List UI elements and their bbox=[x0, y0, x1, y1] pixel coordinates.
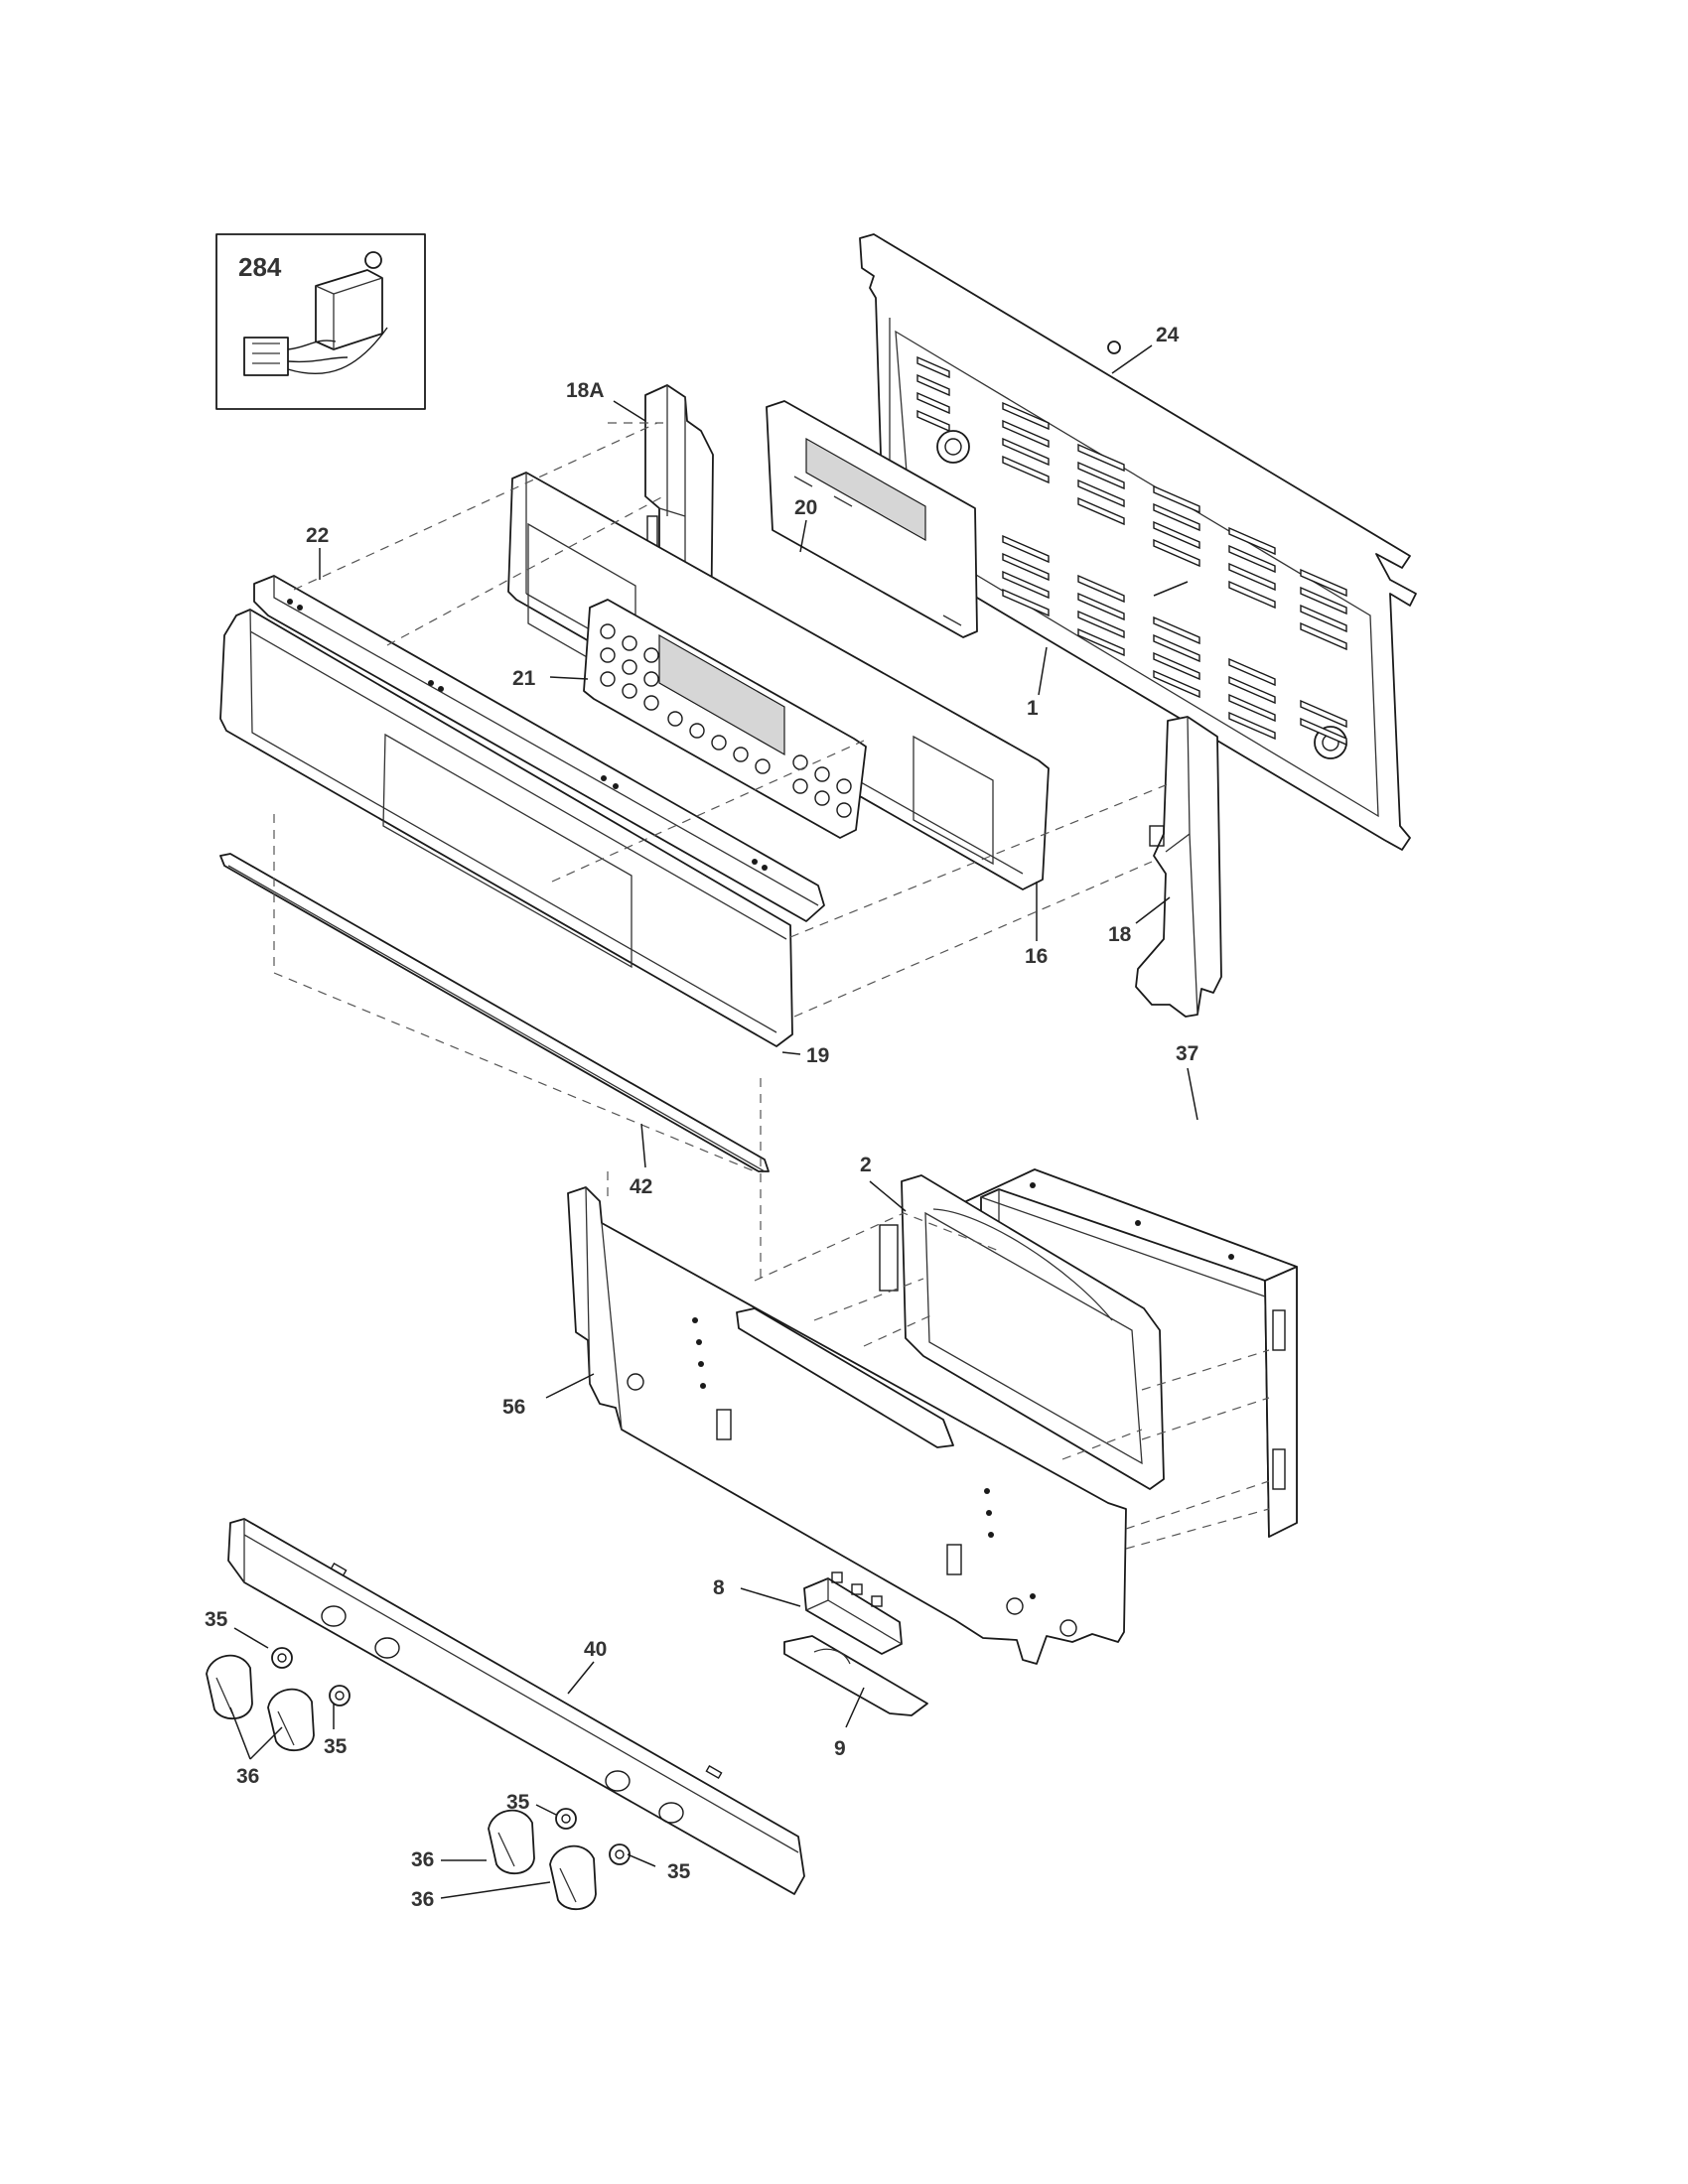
callout-42: 42 bbox=[630, 1175, 652, 1198]
callout-2: 2 bbox=[860, 1154, 872, 1176]
callout-36-c: 36 bbox=[411, 1888, 434, 1911]
bezel-35-a bbox=[271, 1647, 293, 1669]
part-20-control-board bbox=[766, 400, 978, 638]
callout-35-a: 35 bbox=[205, 1608, 228, 1631]
assembly-guide-lines bbox=[273, 422, 1270, 1550]
callout-36-a: 36 bbox=[236, 1765, 259, 1788]
bezel-35-b bbox=[329, 1685, 351, 1706]
callout-16: 16 bbox=[1025, 945, 1048, 968]
knob-set bbox=[206, 1647, 631, 1910]
knob-36-d bbox=[549, 1844, 597, 1910]
callout-18: 18 bbox=[1108, 923, 1132, 946]
knob-36-a bbox=[206, 1654, 253, 1719]
part-19-front-glass bbox=[219, 609, 793, 1047]
bezel-35-d bbox=[609, 1843, 631, 1865]
part-8-spark-module bbox=[803, 1571, 903, 1655]
part-42-trim-strip bbox=[219, 853, 770, 1172]
callout-35-d: 35 bbox=[667, 1860, 691, 1883]
part-22-top-trim bbox=[253, 575, 825, 922]
callout-leaders bbox=[229, 344, 1198, 1899]
part-56-back-plate bbox=[567, 1186, 1127, 1665]
part-2-window-frame bbox=[879, 1174, 1165, 1490]
keypad-buttons bbox=[600, 623, 852, 818]
callout-35-b: 35 bbox=[324, 1735, 348, 1758]
callout-56: 56 bbox=[502, 1396, 525, 1419]
callout-284: 284 bbox=[238, 252, 282, 282]
callout-1: 1 bbox=[1027, 697, 1039, 720]
bezel-35-c bbox=[555, 1808, 577, 1830]
callout-24: 24 bbox=[1156, 324, 1180, 346]
knob-36-c bbox=[488, 1809, 535, 1874]
callout-19: 19 bbox=[806, 1044, 829, 1067]
callout-35-c: 35 bbox=[506, 1791, 530, 1814]
callout-37: 37 bbox=[1176, 1042, 1198, 1065]
inset-component-icon bbox=[243, 251, 388, 376]
callout-9: 9 bbox=[834, 1737, 846, 1760]
callout-18a: 18A bbox=[566, 379, 605, 402]
callout-36-b: 36 bbox=[411, 1848, 434, 1871]
callout-22: 22 bbox=[306, 524, 329, 547]
callout-21: 21 bbox=[512, 667, 536, 690]
callout-40: 40 bbox=[584, 1638, 607, 1661]
callout-8: 8 bbox=[713, 1576, 725, 1599]
part-40-manifold-panel bbox=[227, 1518, 805, 1895]
inset-part-284: 284 bbox=[215, 233, 426, 410]
part-18-right-bracket bbox=[1135, 716, 1222, 1018]
callout-labels: 24 18A 20 22 21 1 16 18 19 37 2 42 56 8 … bbox=[205, 324, 1198, 1911]
knob-36-b bbox=[267, 1688, 315, 1751]
part-21-keypad bbox=[583, 599, 867, 839]
callout-20: 20 bbox=[794, 496, 817, 519]
part-9-bracket bbox=[783, 1635, 928, 1716]
